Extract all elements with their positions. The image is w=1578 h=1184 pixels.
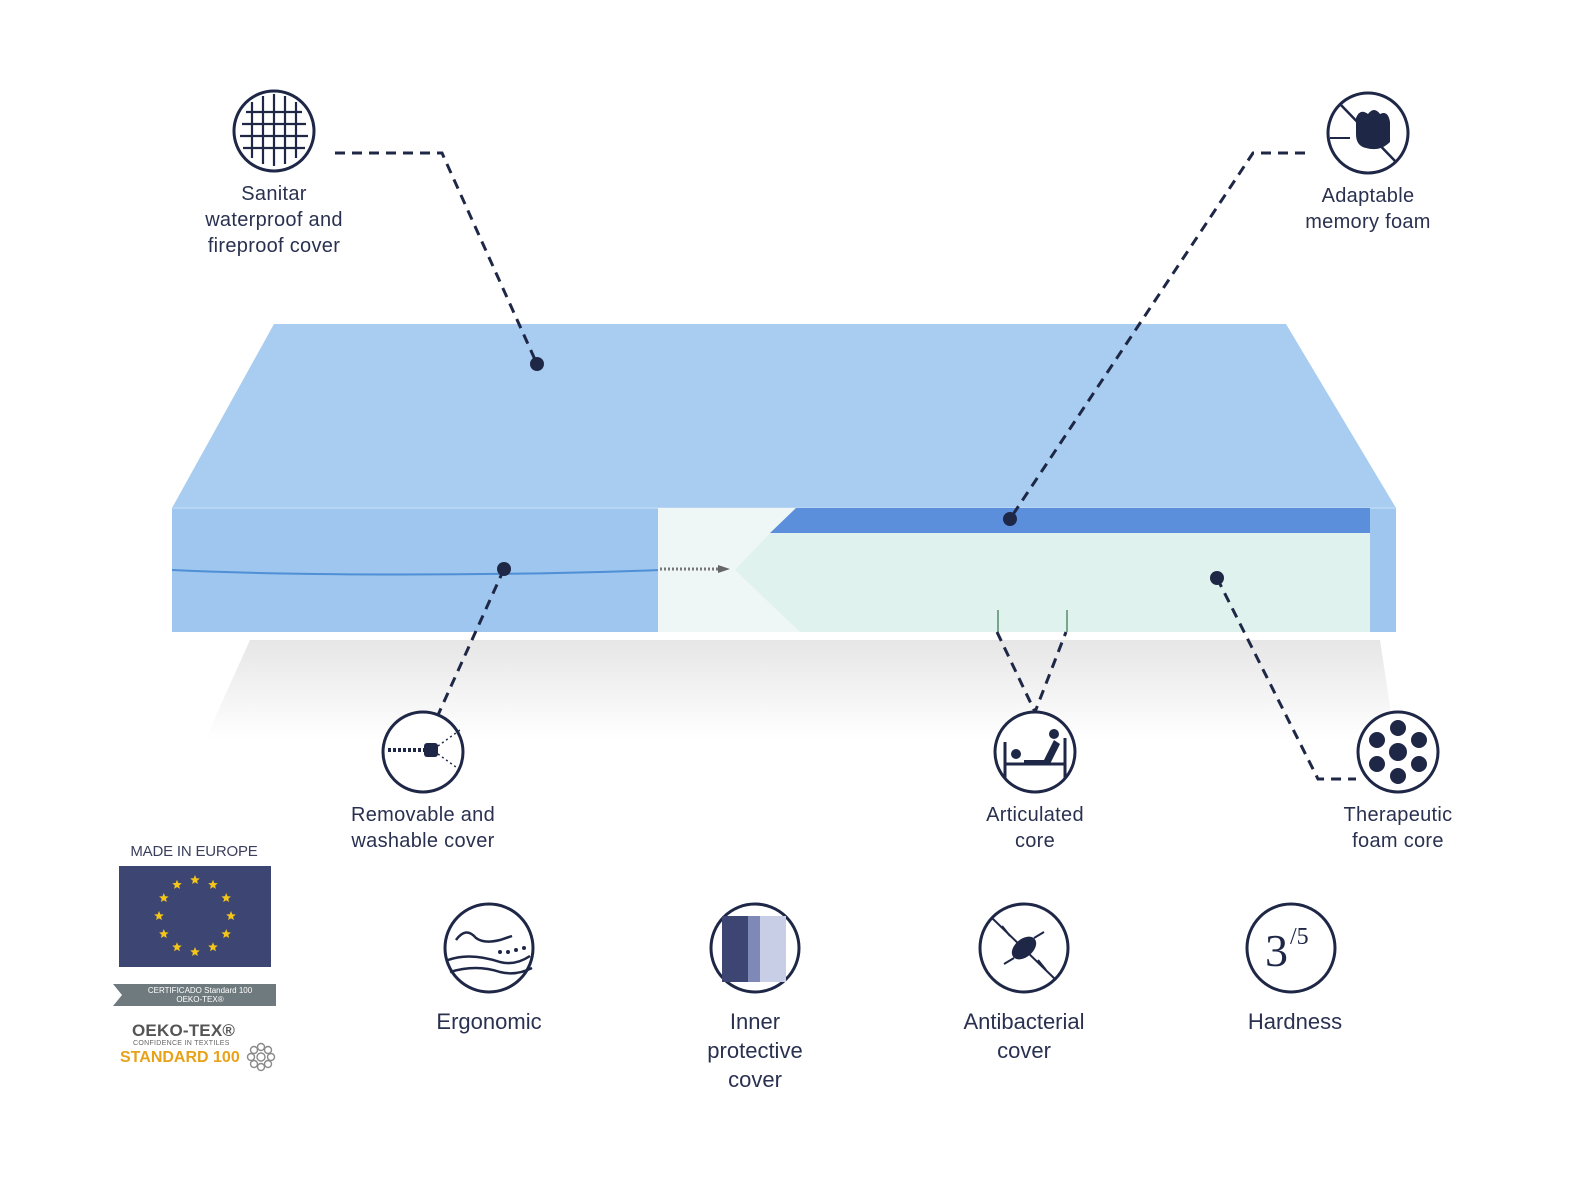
- eu-star: [190, 947, 200, 956]
- certificado-line1: CERTIFICADO Standard 100: [147, 986, 253, 995]
- hand-press-icon: [1326, 91, 1410, 175]
- ergonomic-label: Ergonomic: [436, 1009, 542, 1034]
- eu-star: [172, 942, 182, 952]
- made-in-europe-text: MADE IN EUROPE: [130, 843, 258, 860]
- eu-star: [208, 879, 218, 889]
- oeko-tex-flower-icon: [246, 1042, 276, 1072]
- therapeutic-label: Therapeutic foam core: [1343, 804, 1453, 852]
- certificado-ribbon: [113, 984, 276, 1006]
- no-bacteria-icon: [978, 902, 1070, 994]
- eu-star: [190, 875, 200, 884]
- confidence-text: CONFIDENCE IN TEXTILES: [133, 1040, 230, 1047]
- zipper-icon: [381, 710, 465, 794]
- hardness-label: Hardness: [1247, 1009, 1343, 1034]
- layers-icon: [709, 902, 801, 994]
- eu-star: [221, 929, 231, 938]
- core-layer: [735, 533, 1370, 632]
- eu-star: [154, 911, 164, 920]
- hardness-scale: /5: [1290, 924, 1309, 950]
- inner-cover-label: Inner protective cover: [707, 1009, 803, 1092]
- eu-star: [159, 893, 169, 902]
- memory-foam-layer: [770, 508, 1370, 533]
- memory-foam-label: Adaptable memory foam: [1305, 185, 1431, 233]
- articulated-label: Articulated core: [986, 804, 1084, 852]
- zipper-seam: [171, 569, 661, 576]
- hardness-icon: 3 /5: [1245, 902, 1337, 994]
- mattress-top: [172, 324, 1396, 508]
- sanitar-label: Sanitar waterproof and fireproof cover: [205, 183, 343, 257]
- eu-star: [159, 929, 169, 938]
- foam-cells-icon: [1356, 710, 1440, 794]
- certificado-line2: OEKO-TEX®: [176, 995, 224, 1004]
- eu-star: [208, 942, 218, 952]
- fabric-weave-icon: [232, 89, 316, 173]
- oeko-tex-text: OEKO-TEX®: [132, 1021, 236, 1040]
- hospital-bed-icon: [993, 710, 1077, 794]
- eu-star: [226, 911, 236, 920]
- eu-flag: [119, 866, 271, 967]
- eu-star: [172, 879, 182, 889]
- eu-star: [221, 893, 231, 902]
- body-contour-icon: [443, 902, 535, 994]
- standard-100-text: STANDARD 100: [120, 1049, 240, 1066]
- removable-label: Removable and washable cover: [351, 804, 495, 852]
- hardness-value: 3: [1265, 925, 1288, 976]
- leader-lines: [335, 151, 1356, 781]
- mattress-shadow: [205, 640, 1395, 740]
- antibacterial-label: Antibacterial cover: [963, 1009, 1085, 1063]
